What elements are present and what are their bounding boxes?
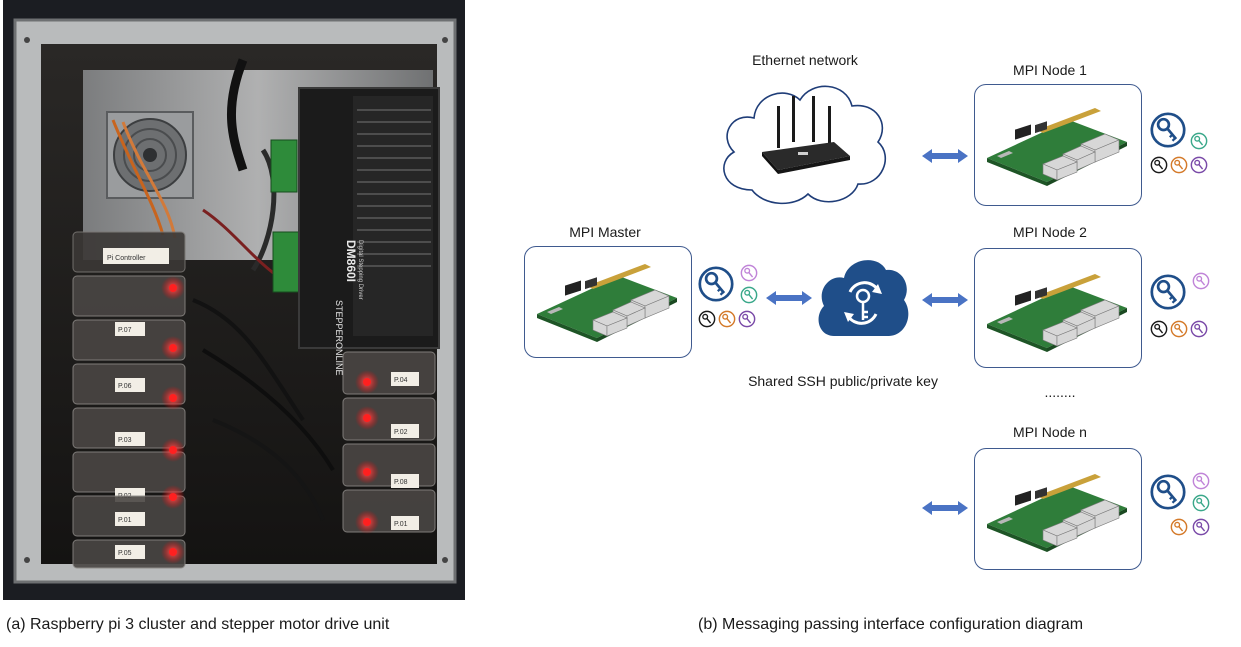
- node1-box: [974, 84, 1142, 206]
- tag-p01b: P.01: [394, 521, 408, 528]
- driver-model: DM860I: [344, 240, 358, 282]
- raspberry-pi-board-icon: [977, 261, 1137, 361]
- driver-brand: STEPPERONLINE: [334, 300, 344, 376]
- node2-key-black-icon: [1150, 320, 1168, 338]
- raspberry-pi-board-icon: [977, 461, 1137, 561]
- node2-link-arrow: [922, 292, 968, 308]
- node2-label: MPI Node 2: [1013, 224, 1087, 240]
- node2-key-violet-icon: [1192, 272, 1210, 290]
- driver-subtitle: Digital Stepping Driver: [357, 240, 363, 300]
- pi-stack-right: P.04 P.02 P.08 P.01: [342, 351, 436, 533]
- noden-key-purple-icon: [1192, 518, 1210, 536]
- node2-key-orange-icon: [1170, 320, 1188, 338]
- noden-label: MPI Node n: [1013, 424, 1087, 440]
- ethernet-label: Ethernet network: [752, 52, 858, 68]
- node1-link-arrow: [922, 148, 968, 164]
- master-key-teal-icon: [740, 286, 758, 304]
- cluster-photo: STEPPERONLINE DM860I Digital Stepping Dr…: [3, 0, 465, 600]
- node1-key-teal-icon: [1190, 132, 1208, 150]
- tag-p01: P.01: [118, 517, 132, 524]
- master-key-main-icon: [698, 266, 734, 302]
- master-key-violet-icon: [740, 264, 758, 282]
- pi-stack-left: Pi Controller P.07 P.06 P.03 P.02 P.01 P…: [72, 231, 186, 569]
- caption-left: (a) Raspberry pi 3 cluster and stepper m…: [6, 616, 390, 633]
- noden-link-arrow: [922, 500, 968, 516]
- raspberry-pi-board-icon: [977, 95, 1137, 195]
- master-key-black-icon: [698, 310, 716, 328]
- node1-key-black-icon: [1150, 156, 1168, 174]
- tag-p06: P.06: [118, 383, 132, 390]
- status-leds-right: [355, 370, 379, 534]
- master-key-orange-icon: [718, 310, 736, 328]
- node2-box: [974, 248, 1142, 368]
- tag-p02b: P.02: [394, 429, 408, 436]
- raspberry-pi-board-icon: [527, 251, 687, 351]
- tag-p08: P.08: [394, 479, 408, 486]
- status-leds-left: [161, 276, 185, 564]
- tag-p04: P.04: [394, 377, 408, 384]
- noden-key-main-icon: [1150, 474, 1186, 510]
- master-key-purple-icon: [738, 310, 756, 328]
- noden-key-violet-icon: [1192, 472, 1210, 490]
- fan-icon: [106, 111, 194, 199]
- shared-key-cloud: [814, 250, 912, 348]
- node1-key-purple-icon: [1190, 156, 1208, 174]
- tag-pi-controller: Pi Controller: [107, 255, 146, 262]
- ethernet-cloud: [712, 70, 894, 210]
- tag-p07: P.07: [118, 327, 132, 334]
- node1-key-orange-icon: [1170, 156, 1188, 174]
- noden-box: [974, 448, 1142, 570]
- master-label: MPI Master: [569, 224, 641, 240]
- shared-key-label: Shared SSH public/private key: [748, 373, 938, 389]
- node2-key-main-icon: [1150, 274, 1186, 310]
- master-box: [524, 246, 692, 358]
- node2-key-purple-icon: [1190, 320, 1208, 338]
- master-link-arrow: [766, 290, 812, 306]
- tag-p05: P.05: [118, 550, 132, 557]
- noden-key-teal-icon: [1192, 494, 1210, 512]
- noden-key-orange-icon: [1170, 518, 1188, 536]
- router-icon: [762, 96, 850, 174]
- nodes-ellipsis: ........: [1044, 384, 1076, 400]
- tag-p03: P.03: [118, 437, 132, 444]
- stepper-driver: STEPPERONLINE DM860I Digital Stepping Dr…: [298, 87, 440, 376]
- node1-label: MPI Node 1: [1013, 62, 1087, 78]
- node1-key-main-icon: [1150, 112, 1186, 148]
- caption-right: (b) Messaging passing interface configur…: [698, 616, 1084, 633]
